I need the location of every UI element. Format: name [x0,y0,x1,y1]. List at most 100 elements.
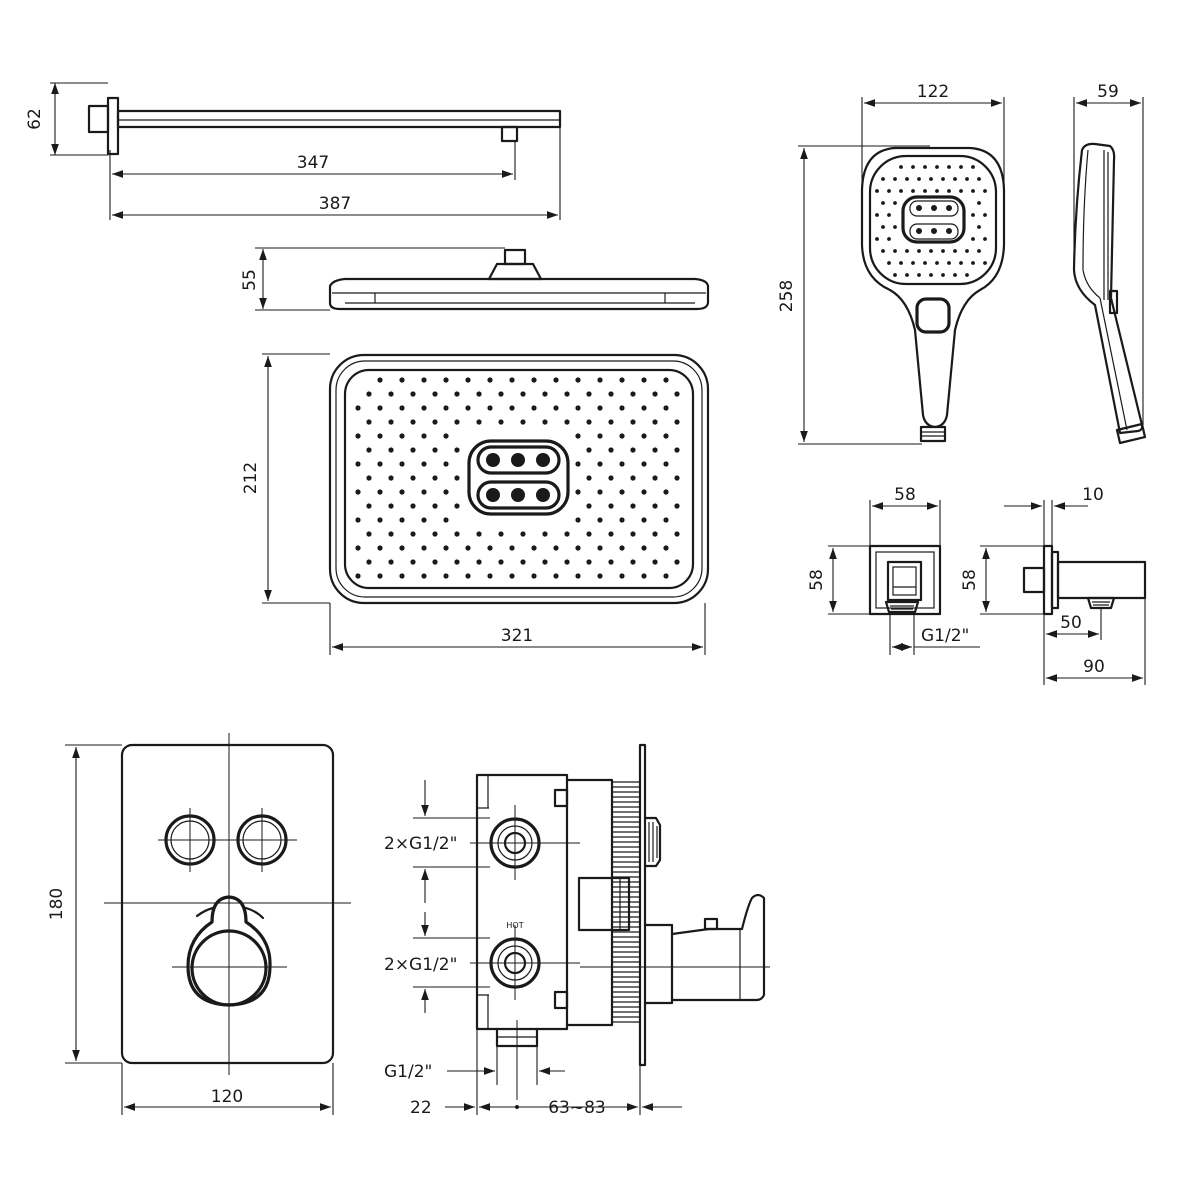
hand-nozzle [881,225,885,229]
rain-nozzle [652,419,658,425]
head-connector [503,248,527,266]
rain-nozzle [674,559,680,565]
hand-length-label: 258 [777,280,797,312]
head-depth-label: 212 [241,462,261,494]
rain-nozzle [663,433,669,439]
control-plate-dimensions [65,744,334,1115]
rain-nozzle [575,377,581,383]
outlet-thread-offset-label: 50 [1060,613,1082,633]
head-center-spray-frame [467,439,570,516]
hand-nozzle [971,261,975,265]
rain-nozzle [509,405,515,411]
rain-nozzle [641,461,647,467]
hand-nozzle [971,213,975,217]
rain-nozzle [641,573,647,579]
rain-nozzle [630,559,636,565]
head-center-row-top [476,445,561,475]
hand-center-spray [901,195,966,244]
rain-nozzle [509,377,515,383]
outlet-front-port [886,560,923,602]
rain-nozzle [619,461,625,467]
rain-nozzle [630,503,636,509]
rain-nozzle [432,559,438,565]
rain-nozzle [377,405,383,411]
arm-length-label: 387 [319,194,351,214]
hand-nozzle [941,249,945,253]
rain-nozzle [410,531,416,537]
valve-inlet-bottom-label: 2×G1/2" [384,955,457,975]
push-button-left [164,814,216,866]
rain-nozzle [487,377,493,383]
rain-nozzle [421,405,427,411]
rain-nozzle [388,531,394,537]
rain-nozzle [542,391,548,397]
rain-nozzle [399,517,405,523]
rain-nozzle [586,391,592,397]
rain-nozzle [366,475,372,481]
rain-nozzle [366,559,372,565]
head-width-label: 321 [501,626,533,646]
rain-nozzle [564,531,570,537]
hand-nozzle [875,189,879,193]
rain-nozzle [498,391,504,397]
arm-projection-label: 347 [297,153,329,173]
rain-nozzle [652,391,658,397]
rain-nozzle [597,433,603,439]
rain-nozzle [465,377,471,383]
head-thickness-dimension [255,247,505,311]
rain-nozzle [520,531,526,537]
rain-nozzle [542,559,548,565]
rain-nozzle [575,405,581,411]
outlet-projection-label: 90 [1083,657,1105,677]
hand-nozzle [965,273,969,277]
hand-nozzle [923,261,927,265]
rain-nozzle [608,419,614,425]
outlet-front-body [868,544,942,616]
rain-nozzle [498,531,504,537]
rain-nozzle [443,405,449,411]
rain-nozzle [443,545,449,551]
hand-nozzle [977,177,981,181]
hand-nozzle [911,261,915,265]
hand-nozzle [929,177,933,181]
hand-nozzle [893,225,897,229]
rain-head-side-view [328,248,710,311]
hand-nozzle [917,249,921,253]
rain-nozzle [355,573,361,579]
hand-nozzle [923,189,927,193]
rain-nozzle [421,489,427,495]
rain-nozzle [465,573,471,579]
hand-nozzle [893,177,897,181]
rain-nozzle [608,475,614,481]
hand-nozzle [899,261,903,265]
rain-nozzle [575,433,581,439]
hand-nozzle [953,249,957,253]
rain-nozzle [553,405,559,411]
rain-nozzle [597,517,603,523]
rain-nozzle [652,447,658,453]
rain-nozzle [454,391,460,397]
rain-nozzle [366,391,372,397]
hand-depth-label: 59 [1097,82,1119,102]
hand-width-label: 122 [917,82,949,102]
rain-nozzle [663,405,669,411]
rain-nozzle [498,419,504,425]
rain-nozzle [575,489,581,495]
hand-nozzle [971,165,975,169]
valve-threads [612,781,640,1023]
rain-nozzle [663,489,669,495]
rain-nozzle [641,545,647,551]
rain-nozzle [652,503,658,509]
rain-nozzle [399,405,405,411]
rain-nozzle [630,531,636,537]
valve-depth-range-label: 63~83 [548,1098,606,1118]
rain-nozzle [674,447,680,453]
rain-nozzle [498,559,504,565]
rain-nozzle [377,573,383,579]
hand-nozzle [911,165,915,169]
rain-nozzle [443,489,449,495]
hand-nozzle [977,225,981,229]
rain-nozzle [410,447,416,453]
hand-nozzle [977,201,981,205]
hand-nozzle [959,189,963,193]
